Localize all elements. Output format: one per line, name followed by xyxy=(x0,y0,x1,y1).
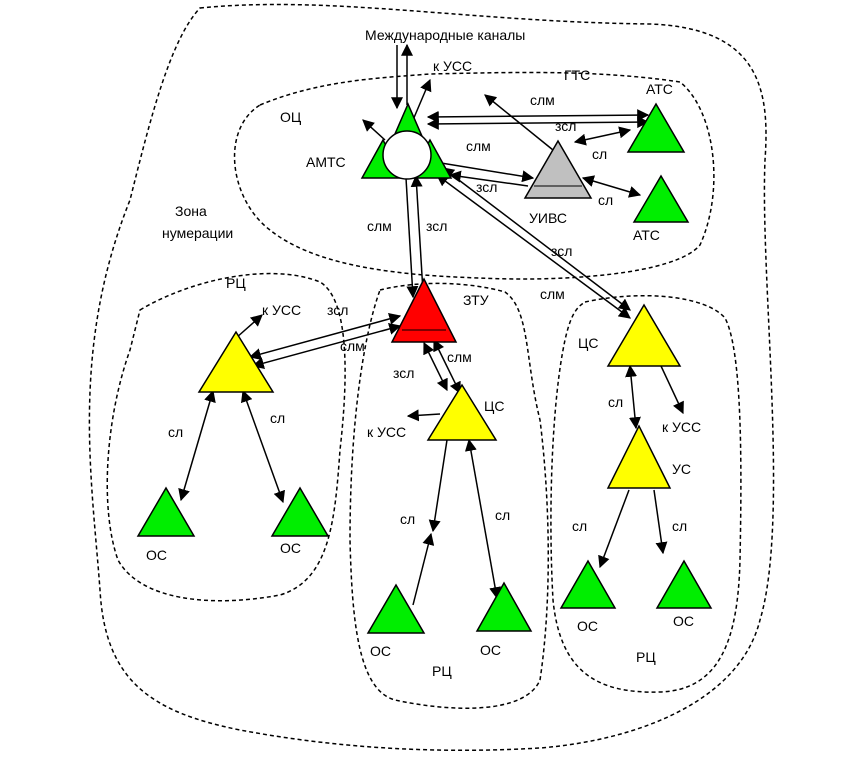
os-right-2-label: ОС xyxy=(673,613,694,629)
zsl-label-ztu-cs: зсл xyxy=(393,365,415,381)
cs-right-node xyxy=(606,303,682,367)
sl-label-rc-os-1: сл xyxy=(168,424,184,440)
ats-top-label: АТС xyxy=(646,81,673,97)
rc-left-label: РЦ xyxy=(226,275,246,291)
os-right-1-node xyxy=(559,559,617,609)
slm-label-rc-ztu: слм xyxy=(340,338,365,354)
os-right-2-node xyxy=(655,559,713,609)
rc-right-label: РЦ xyxy=(636,649,656,665)
ats-bottom-node xyxy=(632,174,690,223)
rc-left-node xyxy=(197,330,275,393)
sl-label-uivs-ats-bottom: сл xyxy=(598,192,614,208)
zsl-label-amts-ztu: зсл xyxy=(426,218,448,234)
slm-label-amts-ztu: слм xyxy=(367,218,392,234)
os-mid-2-node xyxy=(475,581,533,632)
us-label: УС xyxy=(672,461,692,477)
ats-bottom-label: АТС xyxy=(633,227,660,243)
k-uss-label-left: к УСС xyxy=(262,302,302,318)
cs-right-label: ЦС xyxy=(578,335,599,351)
sl-label-rc-os-2: сл xyxy=(270,410,286,426)
rc-middle-label: РЦ xyxy=(432,663,452,679)
numbering-zone-label-1: Зона xyxy=(175,203,207,219)
us-node xyxy=(606,424,672,489)
ztu-label: ЗТУ xyxy=(463,292,489,308)
os-left-1-node xyxy=(136,486,196,537)
sl-label-us-os-2: сл xyxy=(672,518,688,534)
zsl-label-uivs-ats: зсл xyxy=(555,118,577,134)
slm-label-amts-cs: слм xyxy=(540,286,565,302)
slm-label-amts-ats: слм xyxy=(530,92,555,108)
zsl-label-rc-ztu: зсл xyxy=(327,302,349,318)
os-left-2-node xyxy=(270,486,330,537)
sl-label-cs-os-1: сл xyxy=(400,511,416,527)
os-left-2-label: ОС xyxy=(280,540,301,556)
numbering-zone-boundary xyxy=(88,3,775,752)
zsl-label-amts-cs: зсл xyxy=(551,243,573,259)
international-channels-label: Международные каналы xyxy=(365,27,526,43)
oc-label: ОЦ xyxy=(280,109,302,125)
k-uss-label-middle: к УСС xyxy=(367,424,407,440)
connections xyxy=(178,43,684,606)
oc-zone-boundary xyxy=(233,71,715,280)
os-mid-2-label: ОС xyxy=(480,642,501,658)
amts-circle xyxy=(382,130,432,180)
k-uss-label-right: к УСС xyxy=(662,419,702,435)
amts-node xyxy=(360,102,453,180)
os-mid-1-node xyxy=(366,583,426,634)
os-mid-1-label: ОС xyxy=(370,643,391,659)
rc-left-zone-boundary xyxy=(106,272,346,602)
cs-middle-label: ЦС xyxy=(484,398,505,414)
slm-label-amts-uivs: слм xyxy=(466,138,491,154)
numbering-zone-label-2: нумерации xyxy=(162,225,234,241)
zsl-label-amts-uivs: зсл xyxy=(476,179,498,195)
sl-label-cs-us: сл xyxy=(608,394,624,410)
os-left-1-label: ОС xyxy=(146,547,167,563)
os-right-1-label: ОС xyxy=(577,618,598,634)
rc-right-zone-boundary xyxy=(550,295,742,693)
slm-label-ztu-cs: слм xyxy=(447,349,472,365)
amts-label: АМТС xyxy=(306,154,346,170)
uivs-node xyxy=(523,139,593,199)
gts-label: ГТС xyxy=(564,67,591,83)
cs-middle-node xyxy=(426,383,498,441)
k-uss-label-top: к УСС xyxy=(433,58,473,74)
sl-label-uivs-ats-top: сл xyxy=(592,146,608,162)
ztu-node xyxy=(390,277,458,343)
uivs-label: УИВС xyxy=(529,210,567,226)
sl-label-cs-os-2: сл xyxy=(495,507,511,523)
ats-top-node xyxy=(626,102,686,153)
sl-label-us-os-1: сл xyxy=(572,518,588,534)
